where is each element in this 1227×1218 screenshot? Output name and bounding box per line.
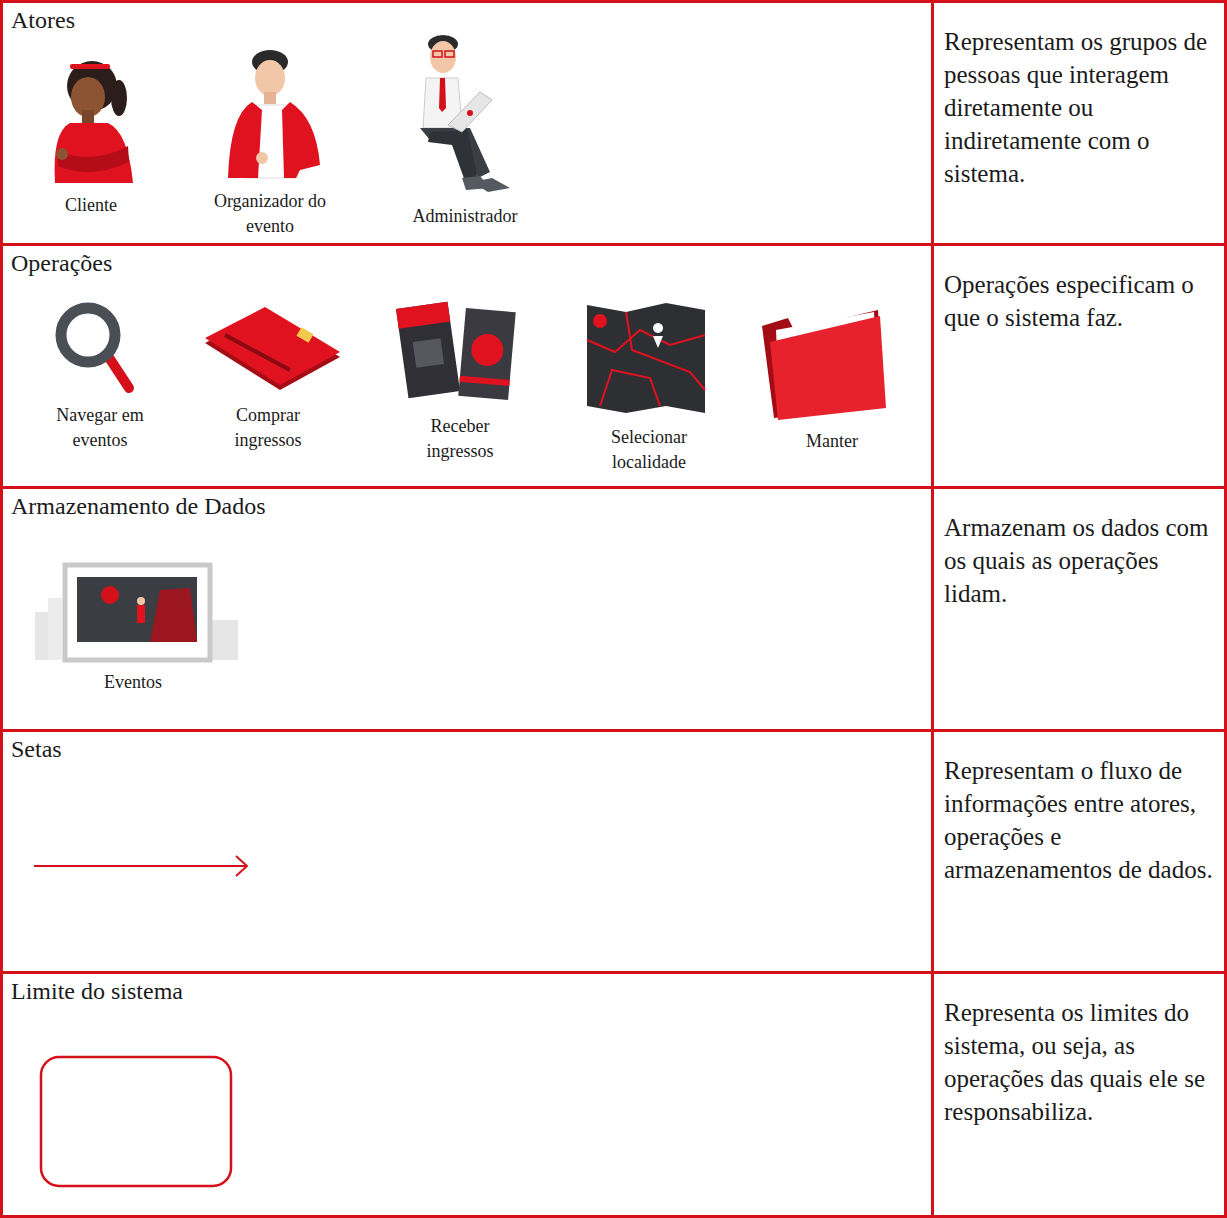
symbol-cell: Limite do sistema xyxy=(0,971,934,1218)
icon-caption: Navegar em eventos xyxy=(45,403,155,453)
stage-illustration-part xyxy=(77,577,197,642)
row-heading: Atores xyxy=(11,5,75,35)
organizer-figure xyxy=(228,50,320,178)
admin-figure-part xyxy=(433,51,442,57)
flow-arrow xyxy=(34,856,247,876)
client-figure-part xyxy=(111,80,127,116)
admin-figure-part xyxy=(439,78,446,112)
stage-illustration-part xyxy=(137,605,145,623)
tickets-icon xyxy=(396,302,516,400)
organizer-figure-part xyxy=(255,60,285,96)
flow-arrow-part xyxy=(34,865,246,867)
tickets-icon-part-part xyxy=(458,308,515,400)
admin-figure-part xyxy=(448,92,492,132)
admin-figure-part xyxy=(472,178,510,192)
icon-caption: Eventos xyxy=(73,670,193,695)
map-icon-part xyxy=(587,330,705,352)
description-text: Representa os limites do sistema, ou sej… xyxy=(944,996,1218,1128)
map-icon-part xyxy=(653,323,663,348)
tickets-icon-part-part xyxy=(413,338,444,368)
folder-icon-part xyxy=(770,316,886,420)
icon-caption: Receber ingressos xyxy=(410,414,510,464)
row-heading: Setas xyxy=(11,734,62,764)
magnifier-icon-part xyxy=(61,308,115,362)
stage-illustration-part xyxy=(210,620,238,660)
map-icon-part xyxy=(600,370,660,406)
client-figure-part xyxy=(55,123,133,183)
description-cell: Representam os grupos de pessoas que int… xyxy=(931,0,1227,246)
stage-illustration-part xyxy=(150,588,197,642)
admin-figure-part xyxy=(467,110,473,116)
folder-icon xyxy=(762,310,886,420)
admin-figure-part xyxy=(445,51,454,57)
magnifier-icon-part xyxy=(108,356,129,388)
icon-caption: Administrador xyxy=(390,204,540,229)
stage-illustration-part xyxy=(101,586,119,604)
client-figure-part xyxy=(56,148,68,160)
tickets-icon-part-part xyxy=(396,302,450,329)
tickets-icon-part-part xyxy=(470,333,505,368)
system-boundary-part xyxy=(41,1057,231,1186)
map-icon-part xyxy=(593,314,607,328)
icon-caption: Cliente xyxy=(31,193,151,218)
stage-illustration-part xyxy=(48,598,62,660)
map-icon-part xyxy=(626,312,705,390)
tickets-icon-part xyxy=(458,308,515,400)
symbol-cell: OperaçõesNavegar em eventos Comprar ingre… xyxy=(0,243,934,489)
row-heading: Armazenamento de Dados xyxy=(11,491,266,521)
description-text: Representam os grupos de pessoas que int… xyxy=(944,25,1218,190)
organizer-figure-part xyxy=(282,102,320,178)
stage-illustration xyxy=(35,565,238,660)
icon-caption: Comprar ingressos xyxy=(218,403,318,453)
credit-card-icon-part xyxy=(205,307,340,385)
row-heading: Operações xyxy=(11,248,112,278)
system-boundary xyxy=(41,1057,231,1186)
tickets-icon-part xyxy=(396,302,460,398)
tickets-icon-part-part xyxy=(459,376,509,386)
description-text: Representam o fluxo de informações entre… xyxy=(944,754,1218,886)
organizer-figure-part xyxy=(264,92,276,104)
icon-caption: Manter xyxy=(782,429,882,454)
client-figure xyxy=(55,61,133,183)
organizer-figure-part xyxy=(256,152,268,164)
description-text: Armazenam os dados com os quais as opera… xyxy=(944,511,1218,610)
admin-figure xyxy=(420,35,510,192)
credit-card-icon-part xyxy=(225,335,290,370)
icon-caption: Selecionar localidade xyxy=(599,425,699,475)
map-icon xyxy=(587,303,705,413)
row-heading: Limite do sistema xyxy=(11,976,183,1006)
symbol-cell: Armazenamento de DadosEventos xyxy=(0,486,934,732)
organizer-figure-part xyxy=(228,102,262,178)
admin-figure-part xyxy=(430,41,456,73)
symbol-cell: AtoresCliente Organizador do evento Admini… xyxy=(0,0,934,246)
stage-illustration-part xyxy=(65,565,210,660)
client-figure-part xyxy=(70,64,110,69)
magnifier-icon xyxy=(61,308,129,388)
client-figure-part xyxy=(82,110,94,125)
credit-card-icon-part xyxy=(296,327,313,343)
credit-card-icon xyxy=(205,307,340,390)
description-cell: Operações especificam o que o sistema fa… xyxy=(931,243,1227,489)
client-figure-part xyxy=(58,146,129,172)
icon-caption: Organizador do evento xyxy=(205,189,335,239)
description-text: Operações especificam o que o sistema fa… xyxy=(944,268,1218,334)
map-icon-part xyxy=(587,303,705,413)
description-cell: Representam o fluxo de informações entre… xyxy=(931,729,1227,974)
admin-figure-part xyxy=(428,130,478,184)
flow-arrow-part xyxy=(236,856,247,876)
description-cell: Armazenam os dados com os quais as opera… xyxy=(931,486,1227,732)
stage-illustration-part xyxy=(137,597,145,605)
symbol-cell: Setas xyxy=(0,729,934,974)
tickets-icon-part-part xyxy=(396,302,460,398)
description-cell: Representa os limites do sistema, ou sej… xyxy=(931,971,1227,1218)
